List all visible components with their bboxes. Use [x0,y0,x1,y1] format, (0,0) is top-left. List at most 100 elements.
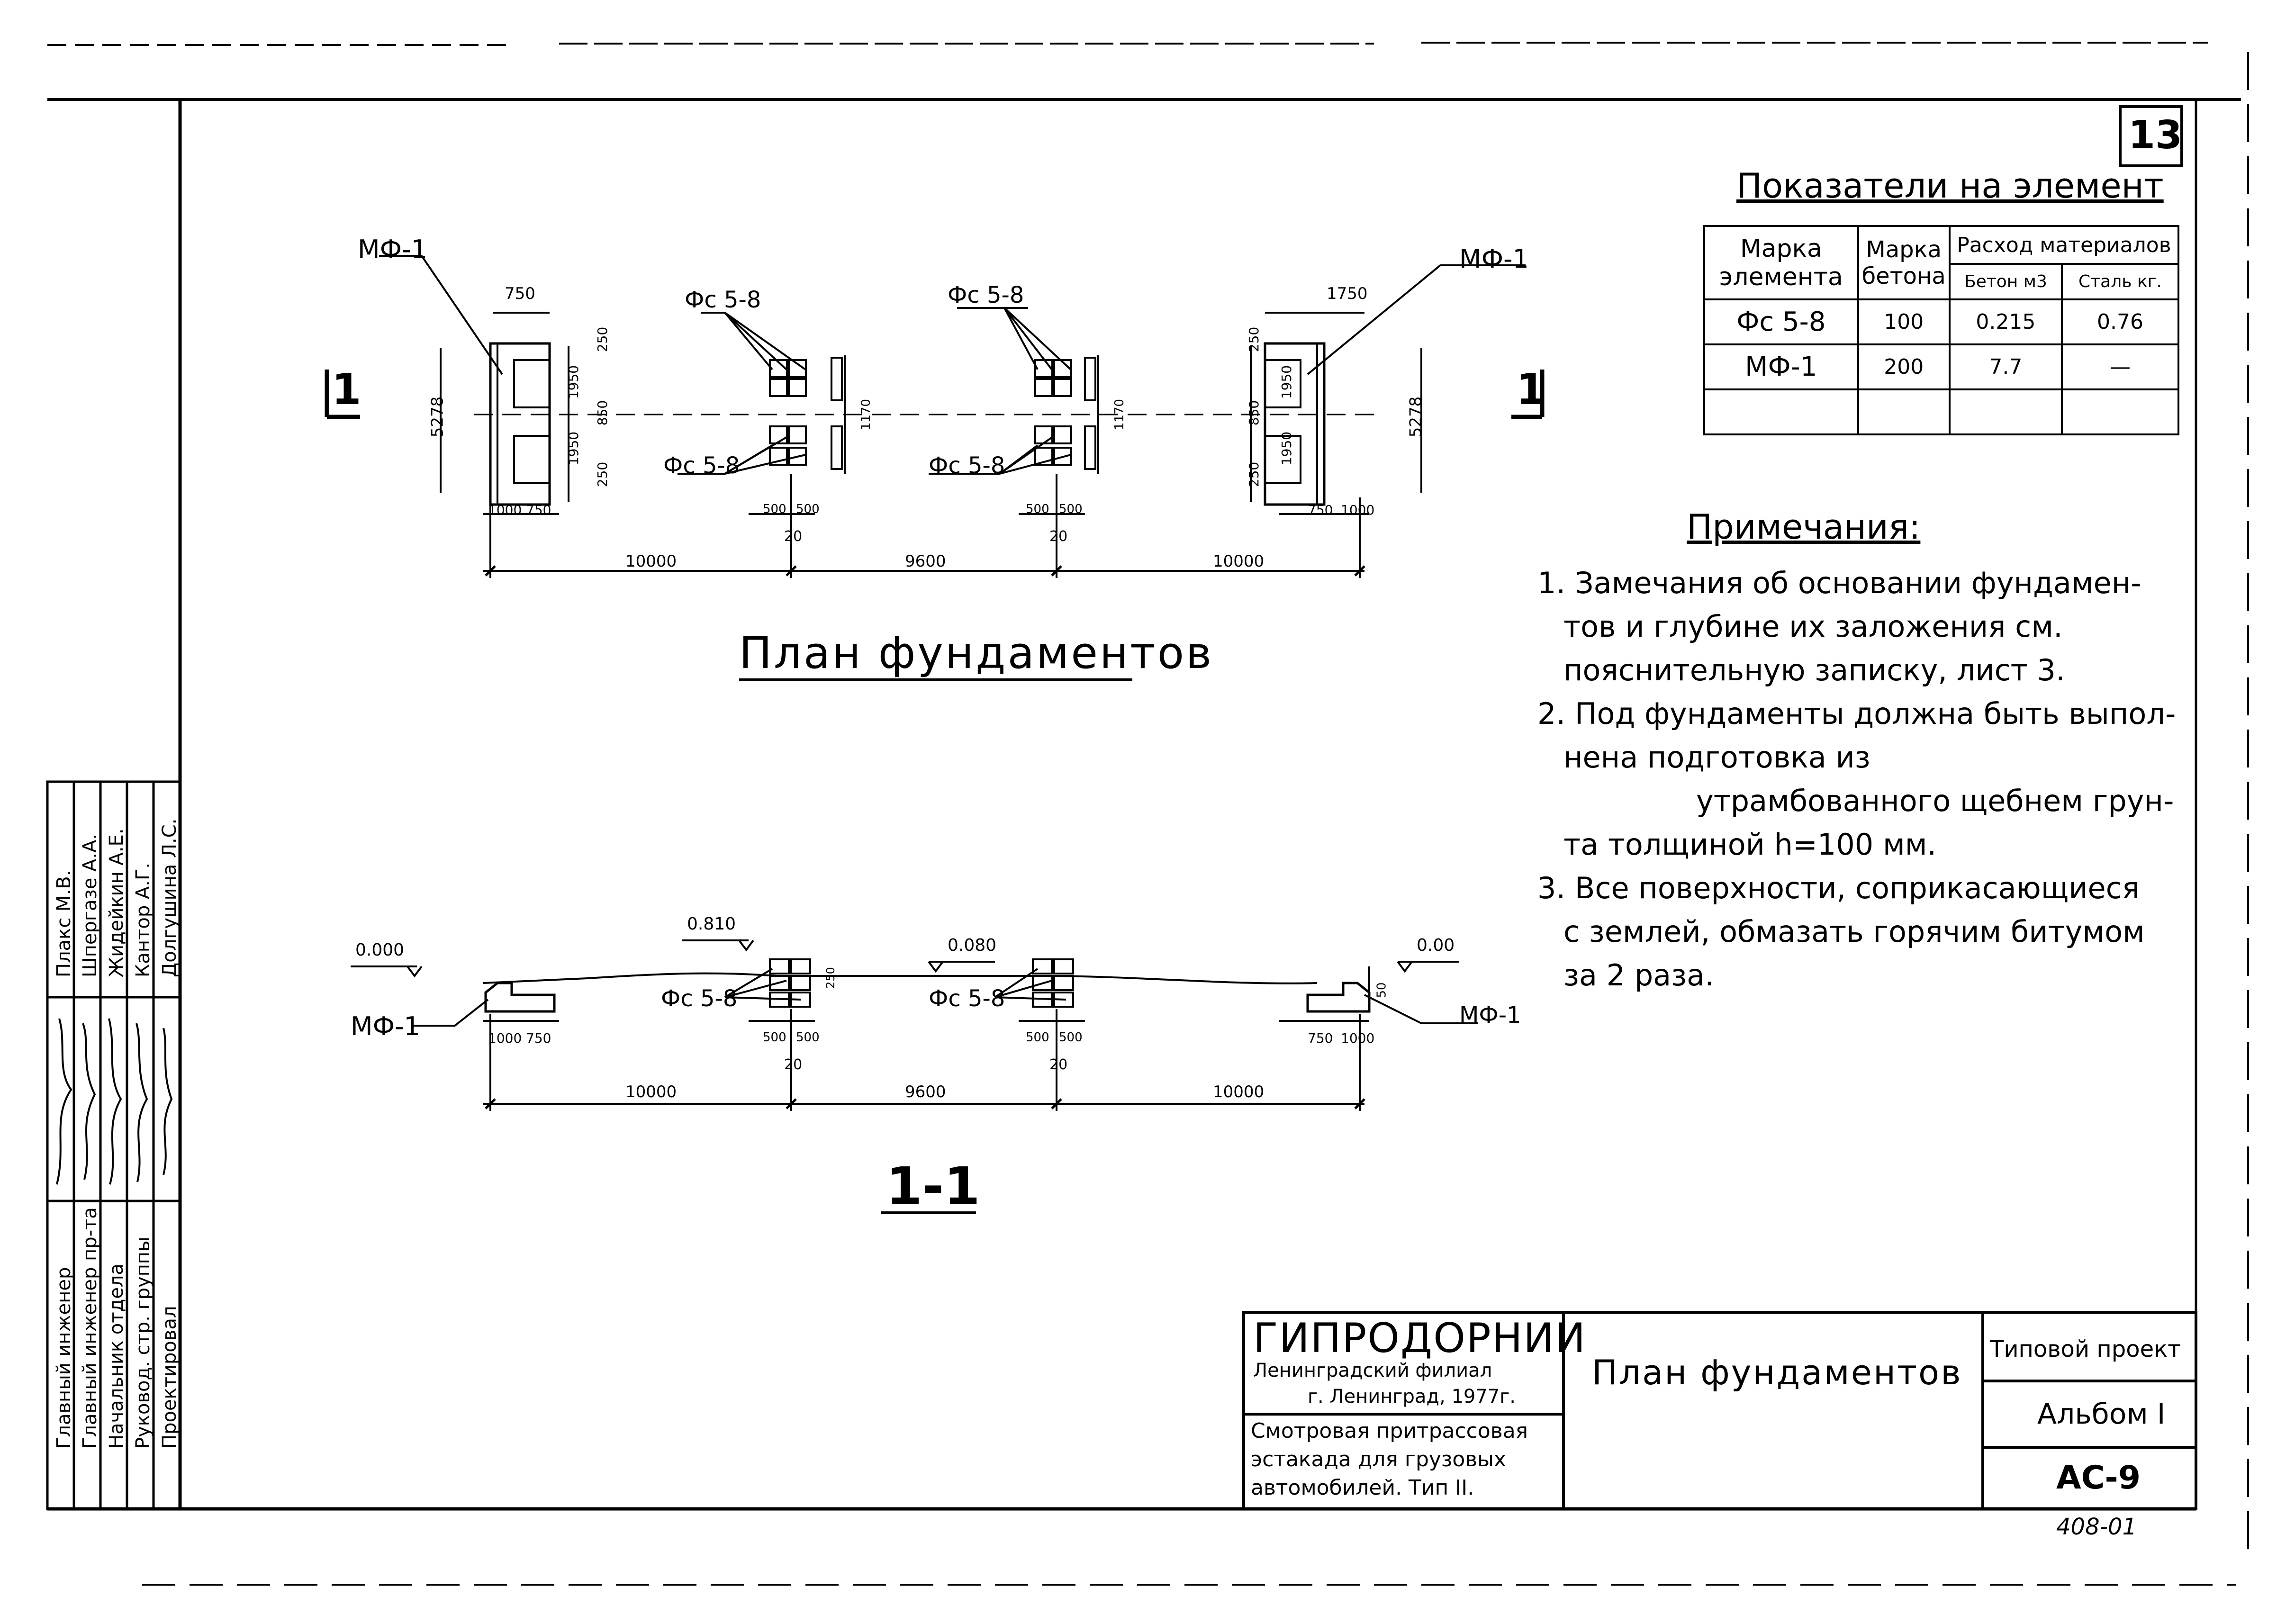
dim-10000-section-left: 10000 [625,1083,677,1101]
cell-concrete: 0.215 [1948,298,2063,345]
dim-20-section-b: 20 [1049,1056,1068,1073]
label-mf1-section-left: МФ-1 [351,1011,420,1041]
dim-10000-section-right: 10000 [1213,1083,1265,1101]
sig-role-2: Главный инженер пр-та [79,1207,101,1449]
sig-name-4: Кантор А.Г. [132,862,154,977]
sig-name-2: Шпергазе А.А. [79,833,101,977]
dim-9600: 9600 [905,552,946,571]
dim-750-left: 750 [526,502,551,518]
cell-element [1703,388,1859,435]
cell-steel: 0.76 [2061,298,2179,345]
dim-500-section-c: 500 [1026,1030,1049,1045]
sheet-number-box [2119,105,2183,167]
dim-750-right: 750 [1308,502,1333,518]
dim-1950-right-top: 1950 [1279,365,1295,399]
stamp-object-1: Смотровая притрассовая [1251,1419,1528,1443]
th-steel: Сталь кг. [2061,263,2179,300]
dim-500-section-d: 500 [1059,1030,1083,1045]
table-title: Показатели на элемент [1736,166,2164,206]
dim-250-right-top: 250 [1246,326,1262,352]
th-mark-concrete: Марка бетона [1857,225,1951,300]
level-0000: 0.000 [355,940,405,960]
sig-role-1: Главный инженер [53,1267,75,1449]
signature-strip [46,780,181,1510]
dim-20-section-a: 20 [784,1056,803,1073]
stamp-object-2: эстакада для грузовых [1251,1447,1506,1471]
dim-250-right-bottom: 250 [1246,461,1262,487]
dim-500-a: 500 [763,502,786,516]
cell-concrete [1948,388,2063,435]
cell-concrete: 7.7 [1948,343,2063,390]
cell-steel [2061,388,2179,435]
table-row: Фс 5-8 100 0.215 0.76 [1703,298,2179,345]
cell-concrete-mark: 100 [1857,298,1951,345]
note-line: с землей, обмазать горячим битумом [1563,914,2145,949]
dim-1950-left-top: 1950 [566,365,582,399]
materials-table: Марка элемента Марка бетона Расход матер… [1703,225,2180,435]
dim-5278-left: 5278 [428,396,447,438]
foundation-plan [325,255,1545,681]
sig-role-3: Начальник отдела [106,1263,127,1449]
note-line: нена подготовка из [1563,740,1870,775]
section-title: 1-1 [886,1156,980,1217]
sheet-number: 13 [2128,113,2183,158]
dim-5278-right: 5278 [1406,396,1426,438]
dim-750-section-right: 750 [1308,1030,1333,1046]
note-line: пояснительную записку, лист 3. [1563,653,2065,687]
note-line: тов и глубине их заложения см. [1563,609,2063,644]
level-0080: 0.080 [948,936,997,955]
scan-edge-marks [47,42,2249,1586]
stamp-code: АС-9 [2056,1459,2141,1497]
dim-750-top-left: 750 [505,284,535,303]
dim-500-section-b: 500 [796,1030,820,1045]
dim-1000-section-left: 1000 [488,1030,522,1046]
dim-9600-section: 9600 [905,1083,946,1101]
table-row [1703,388,2179,435]
stamp-org: ГИПРОДОРНИИ [1253,1315,1587,1362]
sig-role-5: Проектировал [159,1306,181,1449]
dim-1950-left-bottom: 1950 [566,431,582,466]
label-mf1-right: МФ-1 [1459,244,1529,274]
dim-1000-right: 1000 [1341,502,1375,518]
cell-concrete-mark [1857,388,1951,435]
dim-20-b: 20 [1049,528,1068,545]
dim-1950-right-bottom: 1950 [1279,431,1295,466]
dim-1170-b: 1170 [1112,398,1127,431]
section-mark-right: 1 [1516,365,1546,415]
note-line: 3. Все поверхности, соприкасающиеся [1537,871,2140,905]
sig-role-4: Руковод. стр. группы [132,1236,154,1449]
stamp-typical: Типовой проект [1990,1336,2181,1362]
section-1-1 [351,939,1478,1214]
dim-1000-left: 1000 [488,502,522,518]
label-fs-top-2: Фс 5-8 [948,282,1024,308]
stamp-object-3: автомобилей. Тип II. [1251,1476,1474,1500]
dim-500-b: 500 [796,502,820,516]
stamp-project-num: 408-01 [2056,1514,2137,1540]
level-0810: 0.810 [687,914,736,934]
dim-850-right: 850 [1246,400,1262,426]
dim-1000-section-right: 1000 [1341,1030,1375,1046]
note-line: 1. Замечания об основании фундамен- [1537,566,2141,600]
signatures-handwritten [56,1018,173,1185]
dim-250-section-a: 250 [823,967,837,989]
dim-1170-a: 1170 [859,398,874,431]
note-line: за 2 раза. [1563,958,1714,992]
label-mf1-left: МФ-1 [358,235,427,264]
dim-50-section: 50 [1374,982,1389,998]
label-fs-top-1: Фс 5-8 [685,287,761,313]
sig-name-1: Плакс М.В. [53,870,75,977]
dim-250-left-bottom: 250 [595,461,611,487]
dim-1750-top-right: 1750 [1327,284,1368,303]
table-row: МФ-1 200 7.7 — [1703,343,2179,390]
level-000: 0.00 [1417,936,1455,955]
th-consumption: Расход материалов [1948,225,2180,265]
dim-250-left-top: 250 [595,326,611,352]
cell-steel: — [2061,343,2179,390]
plan-title: План фундаментов [739,628,1214,678]
sig-name-3: Жидейкин А.Е. [106,828,127,977]
cell-element: МФ-1 [1703,343,1859,390]
th-mark-element: Марка элемента [1703,225,1859,300]
stamp-album: Альбом I [2037,1398,2166,1431]
label-fs-bottom-2: Фс 5-8 [929,452,1005,479]
